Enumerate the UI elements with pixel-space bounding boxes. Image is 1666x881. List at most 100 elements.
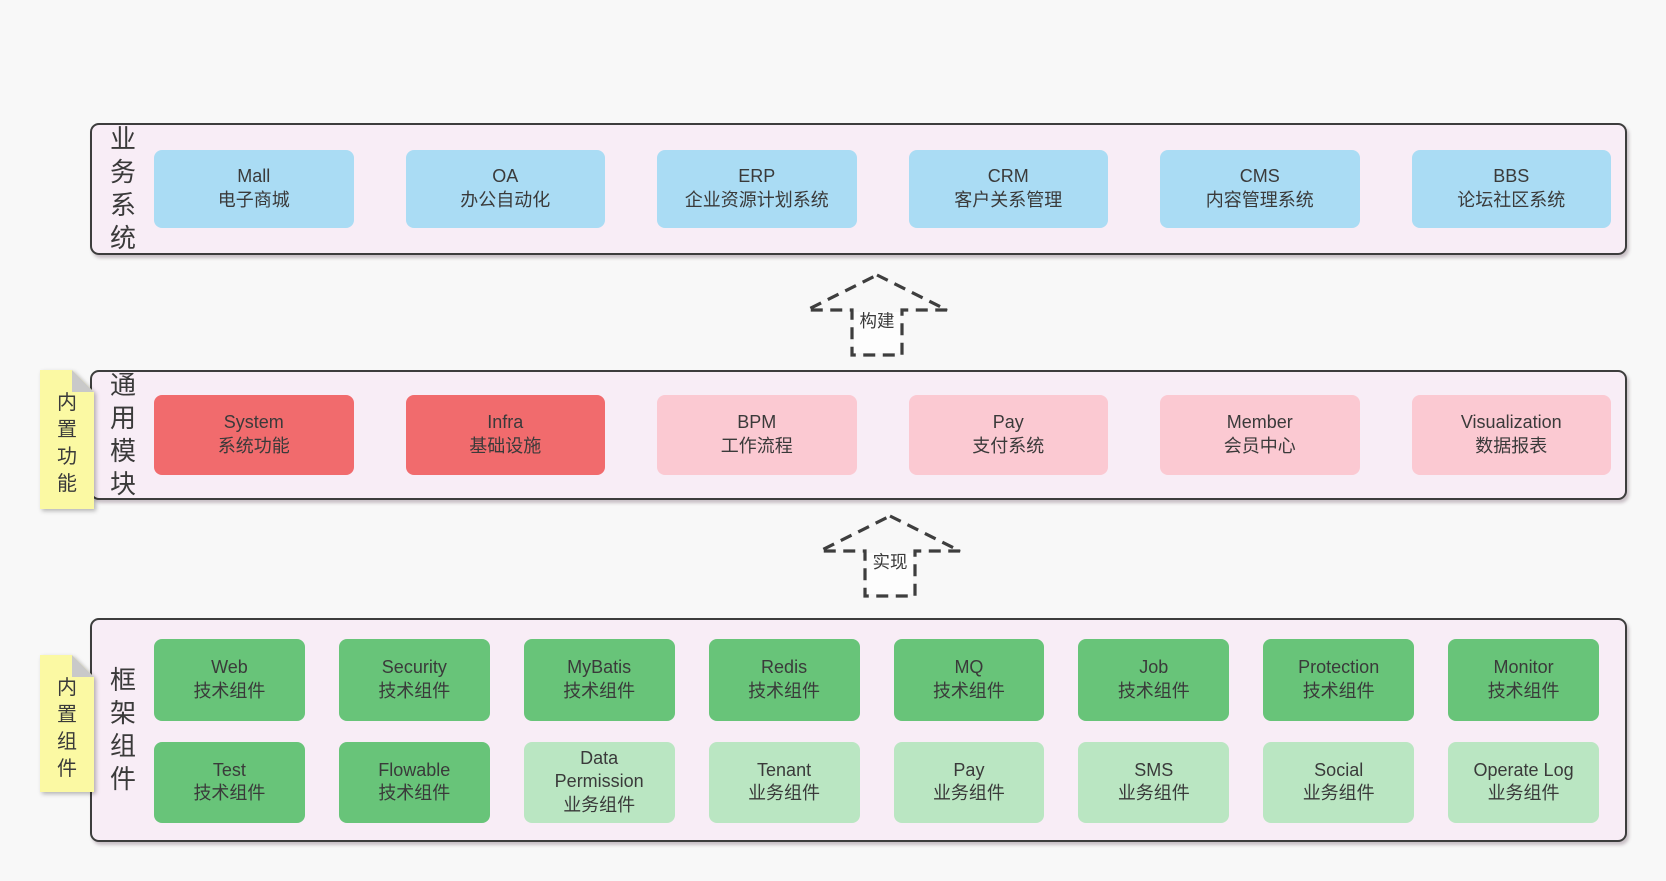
box-mybatis: MyBatis 技术组件 (523, 639, 675, 721)
box-title: BBS (1493, 166, 1530, 187)
box-data-permission: Data Permission 业务组件 (523, 741, 675, 823)
box-subtitle: 业务组件 (1302, 783, 1375, 804)
sticky-note-body: 内置功能 (40, 370, 94, 509)
framework-components-boxes: Web 技术组件 Security 技术组件 MyBatis 技术组件 Redi… (154, 620, 1625, 840)
box-pay-component: Pay 业务组件 (893, 741, 1045, 823)
box-subtitle: 技术组件 (378, 783, 451, 804)
box-subtitle: 业务组件 (563, 795, 636, 816)
box-visualization: Visualization 数据报表 (1411, 395, 1611, 475)
box-subtitle: 技术组件 (748, 680, 821, 701)
box-oa: OA 办公自动化 (405, 150, 605, 228)
box-title: Infra (487, 412, 524, 433)
box-title: MQ (954, 657, 984, 677)
tier-label-framework-components: 框架组件 (92, 620, 154, 840)
tier-business-systems: 业务系统 Mall 电子商城 OA 办公自动化 ERP 企业资源计划系统 CRM… (90, 123, 1627, 255)
box-sms: SMS 业务组件 (1078, 741, 1230, 823)
box-title: System (223, 412, 284, 433)
box-title: Operate Log (1473, 759, 1574, 780)
box-subtitle: 客户关系管理 (954, 190, 1063, 210)
box-title: Pay (992, 412, 1024, 433)
framework-row-2: Test 技术组件 Flowable 技术组件 Data Permission … (154, 741, 1599, 823)
business-systems-boxes: Mall 电子商城 OA 办公自动化 ERP 企业资源计划系统 CRM 客户关系… (154, 125, 1625, 253)
box-bpm: BPM 工作流程 (657, 395, 857, 475)
box-mq: MQ 技术组件 (893, 639, 1045, 721)
box-title: Job (1139, 657, 1169, 677)
note-fold-icon (72, 655, 94, 677)
box-flowable: Flowable 技术组件 (338, 741, 490, 823)
box-subtitle: 论坛社区系统 (1457, 190, 1566, 210)
box-erp: ERP 企业资源计划系统 (657, 150, 857, 228)
box-infra: Infra 基础设施 (405, 395, 605, 475)
box-subtitle: 技术组件 (1487, 680, 1560, 701)
box-security: Security 技术组件 (338, 639, 490, 721)
box-bbs: BBS 论坛社区系统 (1411, 150, 1611, 228)
box-pay-system: Pay 支付系统 (908, 395, 1108, 475)
box-subtitle: 技术组件 (932, 680, 1005, 701)
sticky-note-builtin-components: 内置组件 (40, 655, 94, 792)
box-subtitle: 内容管理系统 (1205, 190, 1314, 210)
arrow-build-label: 构建 (860, 311, 895, 331)
box-subtitle: 技术组件 (1302, 680, 1375, 701)
box-title: Protection (1298, 657, 1380, 677)
box-title: MyBatis (567, 657, 632, 677)
tier-framework-components: 内置组件 框架组件 Web 技术组件 Security 技术组件 MyBatis… (90, 618, 1627, 842)
box-job: Job 技术组件 (1078, 639, 1230, 721)
box-title: Web (211, 657, 248, 677)
box-title: OA (492, 166, 519, 187)
box-test: Test 技术组件 (154, 741, 305, 823)
box-title: Security (381, 657, 447, 677)
box-redis: Redis 技术组件 (708, 639, 860, 721)
box-subtitle: 技术组件 (193, 680, 266, 701)
box-title: Pay (953, 759, 985, 780)
arrow-implement-label: 实现 (873, 552, 908, 572)
box-subtitle: 办公自动化 (460, 190, 551, 210)
box-title: Test (212, 759, 246, 780)
box-protection: Protection 技术组件 (1263, 639, 1415, 721)
box-web: Web 技术组件 (154, 639, 305, 721)
box-title: ERP (738, 166, 776, 187)
box-title: CMS (1239, 166, 1280, 187)
sticky-note-text: 内置组件 (57, 677, 77, 780)
dashed-up-arrow-icon (806, 273, 948, 357)
box-subtitle: 数据报表 (1475, 436, 1548, 456)
box-tenant: Tenant 业务组件 (708, 741, 860, 823)
tier-label-common-modules: 通用模块 (92, 370, 154, 499)
box-subtitle: 支付系统 (972, 436, 1045, 456)
note-fold-icon (72, 370, 94, 392)
box-subtitle: 电子商城 (217, 190, 290, 210)
sticky-note-builtin-features: 内置功能 (40, 370, 94, 509)
arrow-build: 构建 (806, 273, 948, 357)
tier-label-text: 业务系统 (109, 124, 136, 253)
arrow-implement: 实现 (819, 514, 961, 598)
box-title: Redis (761, 657, 808, 677)
tier-label-text: 通用模块 (109, 370, 136, 499)
box-subtitle: 技术组件 (1117, 680, 1190, 701)
arrow-label-bg (867, 553, 913, 594)
box-title: Flowable (378, 759, 451, 780)
box-social: Social 业务组件 (1263, 741, 1415, 823)
box-cms: CMS 内容管理系统 (1160, 150, 1360, 228)
box-title: Social (1314, 759, 1364, 780)
box-subtitle: 技术组件 (378, 680, 451, 701)
box-title: Tenant (757, 759, 812, 780)
box-subtitle: 企业资源计划系统 (684, 190, 829, 210)
box-member: Member 会员中心 (1160, 395, 1360, 475)
tier-label-business-systems: 业务系统 (92, 124, 154, 253)
box-subtitle: 会员中心 (1223, 436, 1296, 456)
box-title: Member (1226, 412, 1293, 433)
box-title: Visualization (1460, 412, 1562, 433)
box-subtitle: 业务组件 (748, 783, 821, 804)
box-crm: CRM 客户关系管理 (908, 150, 1108, 228)
box-monitor: Monitor 技术组件 (1448, 639, 1599, 721)
common-modules-boxes: System 系统功能 Infra 基础设施 BPM 工作流程 Pay 支付系统… (154, 372, 1625, 498)
box-title: SMS (1134, 759, 1174, 780)
arrow-label-bg (854, 312, 900, 353)
box-subtitle: 工作流程 (720, 436, 793, 456)
box-title: Data Permission (554, 747, 644, 792)
box-subtitle: 技术组件 (563, 680, 636, 701)
dashed-up-arrow-icon (819, 514, 961, 598)
box-title: CRM (987, 166, 1029, 187)
box-subtitle: 业务组件 (1117, 783, 1190, 804)
box-system: System 系统功能 (154, 395, 354, 475)
tier-common-modules: 内置功能 通用模块 System 系统功能 Infra 基础设施 BPM 工作流… (90, 370, 1627, 500)
